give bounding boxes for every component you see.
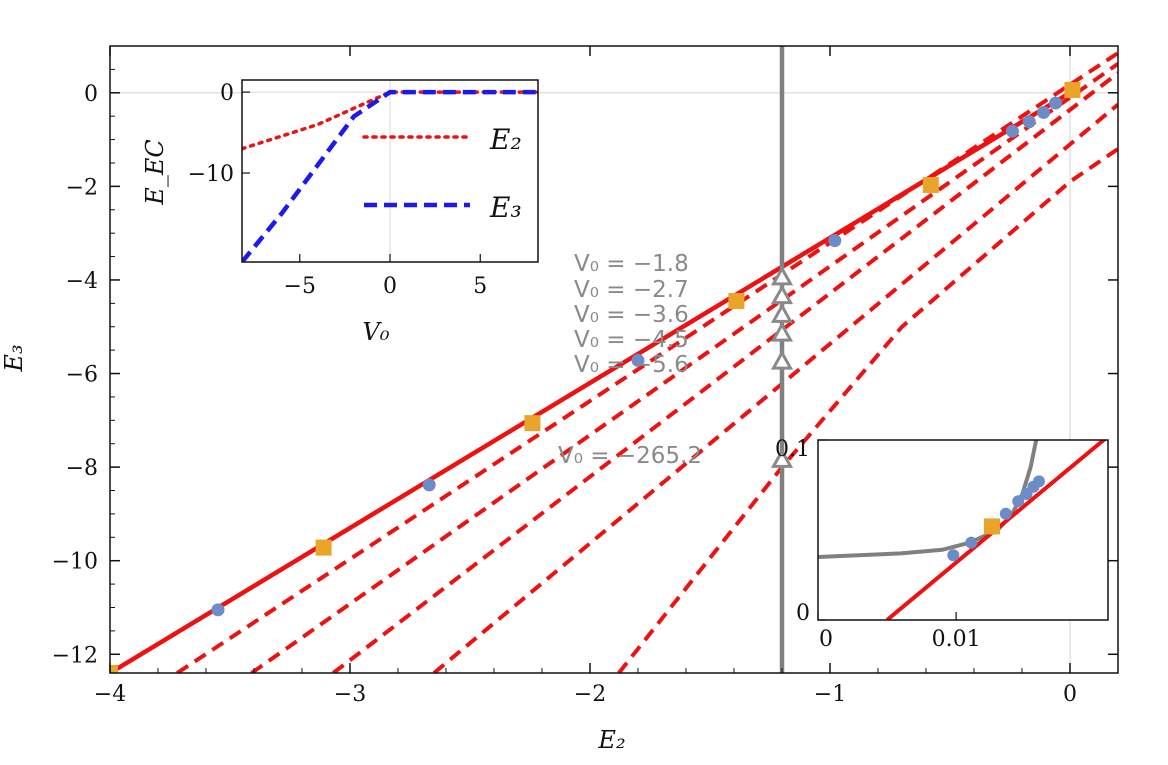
x-tick-label-3: −2 <box>574 682 606 707</box>
blue-point-5 <box>1005 124 1019 138</box>
inset1-y-tick-label-2: −10 <box>188 162 234 187</box>
blue-point-4 <box>828 234 842 248</box>
y-tick-label-6: −10 <box>52 550 98 575</box>
inset1-x-label: V₀ <box>363 318 390 346</box>
v0-annotation-1: V₀ = −1.8 <box>574 251 689 277</box>
inset1-x-tick-label-3: 5 <box>473 274 487 299</box>
orange-square-3 <box>524 415 541 432</box>
orange-square-5 <box>922 176 939 193</box>
orange-square-6 <box>1064 81 1081 98</box>
triangle-marker-6 <box>770 448 794 468</box>
inset2-background <box>818 440 1108 620</box>
dashed-line-5 <box>617 147 1118 673</box>
y-tick-label-2: −2 <box>66 175 98 200</box>
y-tick-label-1: 0 <box>84 82 98 107</box>
triangle-marker-1 <box>770 265 794 286</box>
inset2-blue-point-1 <box>947 549 960 562</box>
triangle-marker-5 <box>770 349 794 370</box>
inset1-y-tick-label-1: 0 <box>220 81 234 106</box>
blue-point-2 <box>422 478 436 492</box>
x-tick-label-5: 0 <box>1063 682 1077 707</box>
blue-point-3 <box>631 353 645 367</box>
triangle-marker-2 <box>770 284 794 305</box>
inset1-x-tick-label-1: −5 <box>284 274 316 299</box>
y-tick-label-3: −4 <box>66 269 98 294</box>
blue-point-7 <box>1037 105 1051 119</box>
orange-square-2 <box>315 539 332 556</box>
inset1-series-2 <box>242 89 538 262</box>
x-axis-label: E₂ <box>597 726 625 754</box>
inset2-blue-point-2 <box>965 536 978 549</box>
dashed-line-3 <box>331 71 1118 673</box>
blue-point-6 <box>1022 115 1036 129</box>
main-plot: V₀ = −1.8V₀ = −2.7V₀ = −3.6V₀ = −4.5V₀ =… <box>0 45 1119 754</box>
y-tick-label-4: −6 <box>66 363 98 388</box>
inset2-orange-square <box>984 518 1000 535</box>
v0-annotation-3: V₀ = −3.6 <box>574 302 689 328</box>
legend-label-1: E₂ <box>489 123 522 156</box>
inset2-blue-point-4 <box>1012 495 1025 508</box>
solid-line <box>110 90 1072 673</box>
x-tick-label-1: −4 <box>94 682 126 707</box>
y-tick-label-5: −8 <box>66 456 98 481</box>
inset1-series-1 <box>242 90 538 151</box>
inset-bottom-right: 0 0.01 0.1 0 <box>775 437 1109 652</box>
orange-square-4 <box>728 293 745 310</box>
inset2-x-tick-label-1: 0 <box>819 627 833 652</box>
dashed-line-4 <box>432 102 1118 673</box>
blue-point-8 <box>1049 96 1063 110</box>
inset2-y-tick-label-2: 0 <box>796 601 810 626</box>
triangle-marker-3 <box>770 302 794 323</box>
inset2-frame <box>817 439 1109 621</box>
v0-annotation-6: V₀ = −265.2 <box>558 443 702 469</box>
v0-annotation-5: V₀ = −5.6 <box>574 352 689 378</box>
y-tick-label-7: −12 <box>52 643 98 668</box>
main-frame <box>109 45 1119 674</box>
orange-square-1 <box>110 665 118 673</box>
dashed-line-2 <box>250 62 1118 673</box>
inset1-y-label: E_EC <box>141 139 169 205</box>
x-tick-label-2: −3 <box>334 682 366 707</box>
x-tick-label-4: −1 <box>814 682 846 707</box>
v0-annotation-4: V₀ = −4.5 <box>574 327 689 353</box>
legend-label-2: E₃ <box>489 191 522 224</box>
inset1-x-tick-label-2: 0 <box>383 274 397 299</box>
blue-point-1 <box>211 603 225 617</box>
inset2-x-tick-label-2: 0.01 <box>932 627 981 652</box>
inset2-blue-point-7 <box>1032 475 1045 488</box>
inset2-y-tick-label-1: 0.1 <box>775 437 810 462</box>
inset1-plot-area <box>242 89 538 262</box>
v0-annotation-2: V₀ = −2.7 <box>574 277 689 303</box>
inset2-plot-area <box>818 440 1107 620</box>
main-plot-area <box>110 46 1118 673</box>
y-axis-label: E₃ <box>0 344 28 372</box>
triangle-marker-4 <box>770 321 794 342</box>
inset2-blue-point-3 <box>999 507 1012 520</box>
